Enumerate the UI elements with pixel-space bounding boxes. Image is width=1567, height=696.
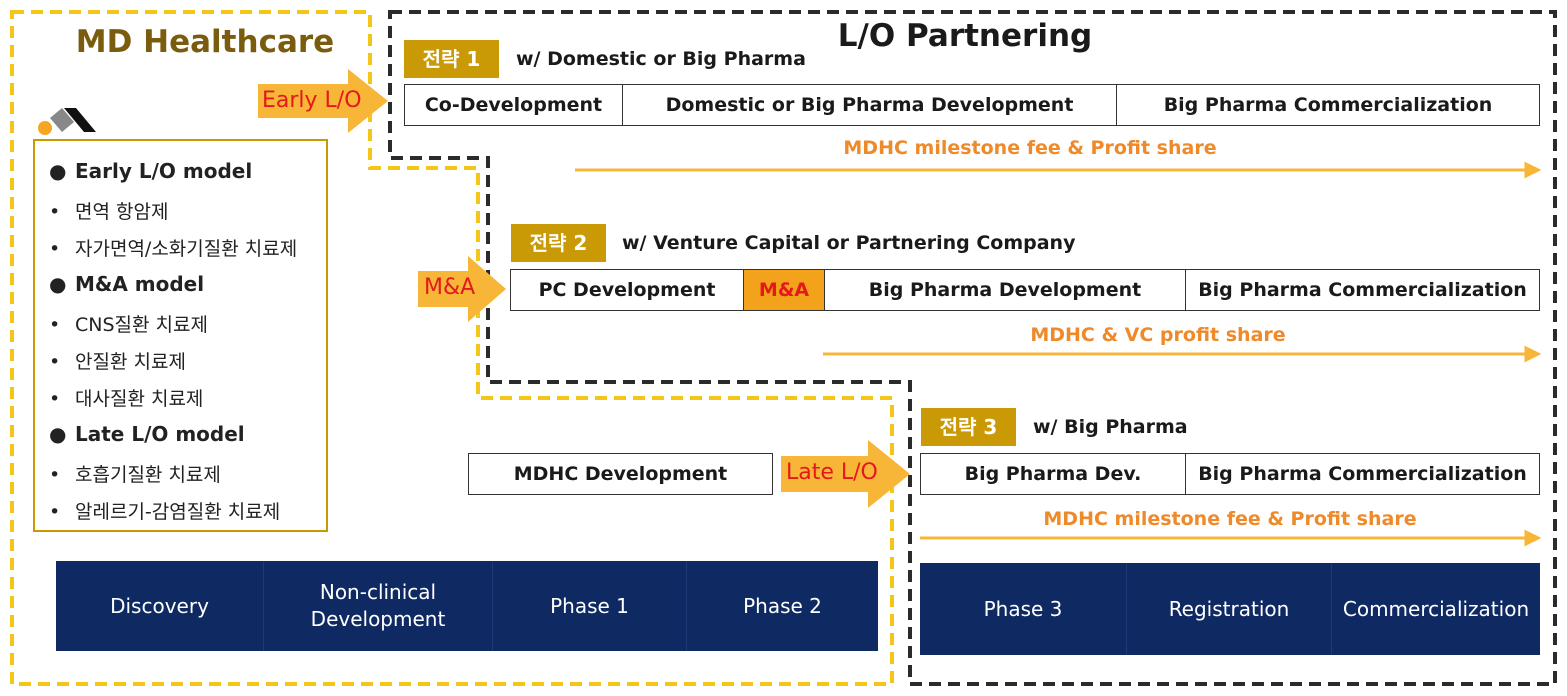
phase-commercialization: Commercialization (1342, 596, 1530, 621)
strategy1-cell: Co-Development (405, 85, 623, 125)
strategy1-cell: Domestic or Big Pharma Development (623, 85, 1117, 125)
bullet-icon: • (49, 464, 61, 486)
flow-arrowhead-2 (1524, 345, 1542, 363)
ma-arrow-label: M&A (424, 275, 476, 300)
model-heading: ● M&A model (49, 272, 204, 296)
lo-partnering-title: L/O Partnering (837, 18, 1093, 54)
early-lo-label: Early L/O (262, 88, 362, 113)
model-item: • 대사질환 치료제 (49, 384, 203, 411)
model-text: CNS질환 치료제 (75, 314, 208, 336)
strategy2-flow-label: MDHC & VC profit share (1030, 324, 1286, 346)
phase-registration: Registration (1127, 563, 1332, 655)
strategy2-subtitle: w/ Venture Capital or Partnering Company (622, 232, 1076, 254)
strategy1-subtitle: w/ Domestic or Big Pharma (516, 48, 806, 70)
bullet-dot-icon: ● (49, 159, 67, 183)
bullet-icon: • (49, 501, 61, 523)
md-healthcare-region-border (10, 10, 894, 686)
model-text: 대사질환 치료제 (75, 388, 204, 410)
model-item: • 면역 항암제 (49, 197, 168, 224)
model-heading: ● Late L/O model (49, 422, 245, 446)
strategy1-tag: 전략 1 (404, 40, 499, 78)
bullet-icon: • (49, 201, 61, 223)
strategy2-tag: 전략 2 (511, 224, 606, 262)
model-item: • 알레르기-감염질환 치료제 (49, 497, 280, 524)
model-list-box: ● Early L/O model • 면역 항암제 • 자가면역/소화기질환 치료제 ● M… (33, 139, 328, 532)
strategy3-cell: Big Pharma Dev. (921, 454, 1186, 494)
early-lo-arrow (258, 69, 388, 133)
lo-partnering-region-border (388, 10, 1557, 686)
late-lo-arrow (781, 440, 910, 508)
model-text: 호흡기질환 치료제 (75, 464, 221, 486)
model-text: 알레르기-감염질환 치료제 (75, 501, 281, 523)
bullet-icon: • (49, 351, 61, 373)
model-item: • 호흡기질환 치료제 (49, 460, 221, 487)
bullet-dot-icon: ● (49, 422, 67, 446)
bullet-icon: • (49, 314, 61, 336)
strategy3-tag: 전략 3 (921, 408, 1016, 446)
late-lo-label: Late L/O (786, 460, 878, 485)
model-text: 자가면역/소화기질환 치료제 (75, 238, 298, 260)
strategy1-cell: Big Pharma Commercialization (1163, 94, 1493, 116)
ma-arrow (418, 256, 506, 322)
strategy2-cell: Big Pharma Development (825, 270, 1186, 310)
phase-bar-left: Discovery Non-clinical Development Phase… (56, 561, 878, 651)
mdhc-development-box: MDHC Development (468, 453, 773, 495)
phase-non-clinical: Non-clinical Development (264, 561, 493, 651)
strategy3-subtitle: w/ Big Pharma (1033, 416, 1188, 438)
flow-arrowhead-3 (1524, 529, 1542, 547)
md-healthcare-title: MD Healthcare (75, 24, 335, 60)
mdhc-development-label: MDHC Development (513, 463, 728, 485)
phase-3: Phase 3 (920, 563, 1127, 655)
bullet-icon: • (49, 388, 61, 410)
strategy3-cell: Big Pharma Commercialization (1198, 463, 1527, 485)
model-text: Late L/O model (75, 422, 245, 446)
model-heading: ● Early L/O model (49, 159, 252, 183)
flow-arrowhead-1 (1524, 161, 1542, 179)
strategy1-row: Co-Development Domestic or Big Pharma De… (404, 84, 1540, 126)
phase-2: Phase 2 (743, 593, 822, 618)
phase-1: Phase 1 (493, 561, 687, 651)
model-text: M&A model (75, 272, 205, 296)
strategy2-cell: PC Development (511, 270, 744, 310)
strategy3-row: Big Pharma Dev. Big Pharma Commercializa… (920, 453, 1540, 495)
phase-bar-right: Phase 3 Registration Commercialization (920, 563, 1540, 655)
phase-discovery: Discovery (56, 561, 264, 651)
md-healthcare-logo (38, 108, 96, 135)
strategy3-flow-label: MDHC milestone fee & Profit share (1043, 508, 1417, 530)
model-text: 안질환 치료제 (75, 351, 186, 373)
strategy2-cell: Big Pharma Commercialization (1198, 279, 1527, 301)
bullet-dot-icon: ● (49, 272, 67, 296)
bullet-icon: • (49, 238, 61, 260)
model-item: • CNS질환 치료제 (49, 310, 208, 337)
strategy1-flow-label: MDHC milestone fee & Profit share (843, 137, 1217, 159)
strategy2-row: PC Development M&A Big Pharma Developmen… (510, 269, 1540, 311)
model-text: Early L/O model (75, 159, 253, 183)
model-item: • 안질환 치료제 (49, 347, 186, 374)
model-text: 면역 항암제 (75, 201, 169, 223)
model-item: • 자가면역/소화기질환 치료제 (49, 234, 297, 261)
strategy2-ma-cell: M&A (744, 270, 825, 310)
